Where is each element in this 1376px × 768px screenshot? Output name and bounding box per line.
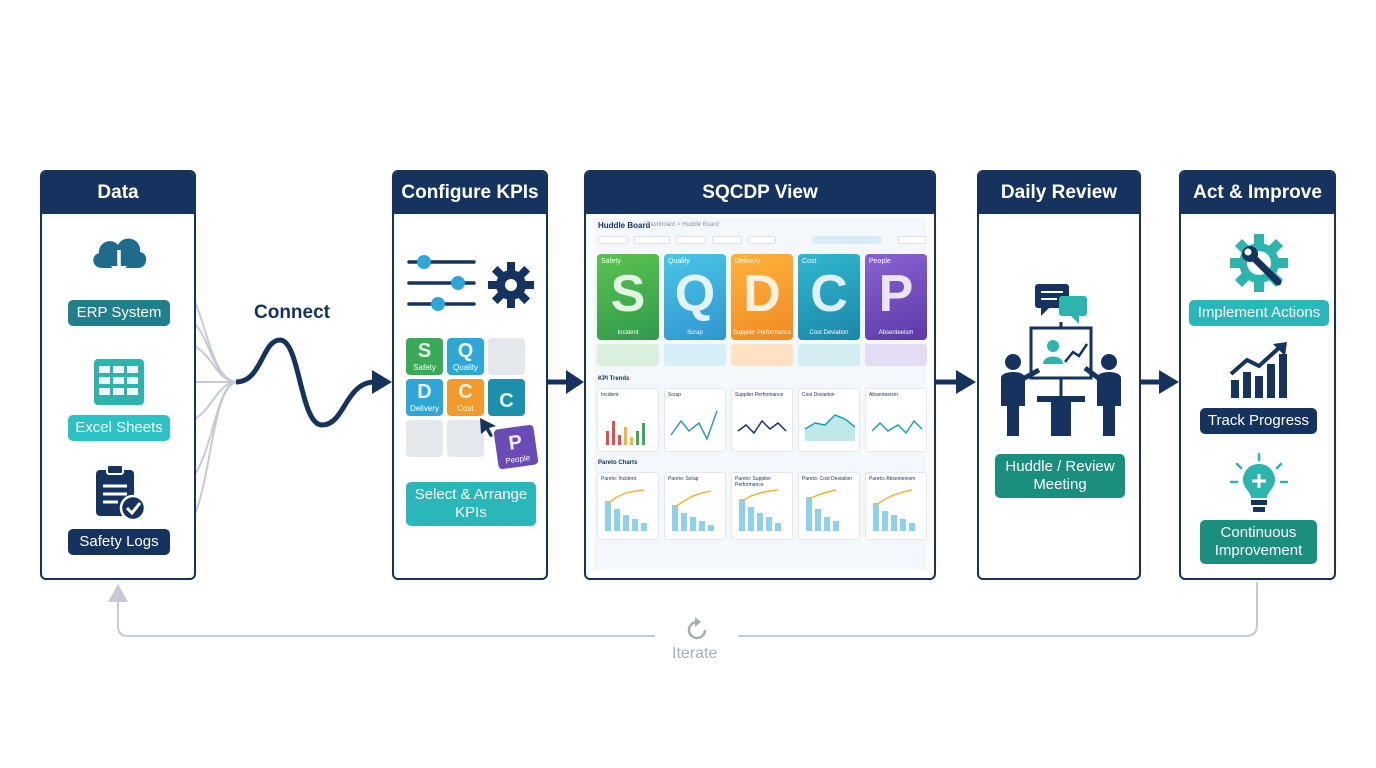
data-panel: Data ERP System Excel Sheets Safety Logs [40,170,196,580]
status-strip [664,344,726,366]
kpi-tile-cost-alt[interactable]: C [488,379,525,416]
continuous-improvement-step[interactable]: Continuous Improvement [1200,520,1317,564]
status-strip [731,344,793,366]
daily-review-title: Daily Review [979,172,1139,214]
sqcdp-view-title: SQCDP View [586,172,934,214]
huddle-board-title: Huddle Board [598,221,651,230]
filter-bar[interactable] [598,236,928,245]
connect-wave [235,337,376,428]
pareto-chart[interactable]: Pareto: Incident [597,472,659,540]
trend-chart[interactable]: Incident [597,388,659,452]
breadcrumb: Dashboard > Huddle Board [646,222,719,228]
kpi-card-quality[interactable]: Quality Q Scrap [664,254,726,340]
connect-label: Connect [254,302,330,323]
kpi-card-safety[interactable]: Safety S Incident [597,254,659,340]
safety-logs-source[interactable]: Safety Logs [68,529,170,555]
kpi-card-people[interactable]: People P Absenteeism [865,254,927,340]
presentation-icon [1001,322,1121,436]
implement-actions-step[interactable]: Implement Actions [1189,300,1329,326]
select-arrange-kpis-step[interactable]: Select & Arrange KPIs [406,482,536,526]
pareto-chart[interactable]: Pareto: Cost Deviation [798,472,860,540]
cursor-icon [480,418,496,437]
status-strip [865,344,927,366]
iterate-label: Iterate [672,645,718,662]
act-improve-title: Act & Improve [1181,172,1334,214]
trend-chart[interactable]: Supplier Performance [731,388,793,452]
pareto-charts-heading: Pareto Charts [598,460,638,466]
track-progress-step[interactable]: Track Progress [1200,408,1317,434]
spreadsheet-icon [94,359,144,405]
excel-sheets-source[interactable]: Excel Sheets [68,415,170,441]
status-strip [798,344,860,366]
chat-icon [1035,284,1087,324]
kpi-card-cost[interactable]: Cost C Cost Deviation [798,254,860,340]
kpi-tile-empty[interactable] [406,420,443,457]
clipboard-check-icon [96,464,147,522]
refresh-icon [687,617,707,640]
kpi-trends-heading: KPI Trends [598,376,630,382]
trend-chart[interactable]: Absenteeism [865,388,927,452]
act-improve-panel: Act & Improve Implement Actions Track Pr… [1179,170,1336,580]
status-strip [597,344,659,366]
sliders-icon[interactable] [406,252,478,314]
trend-chart[interactable]: Cost Deviation [798,388,860,452]
cloud-download-icon [93,238,147,277]
pareto-chart[interactable]: Pareto: Scrap [664,472,726,540]
gear-icon[interactable] [486,260,536,310]
data-panel-title: Data [42,172,194,214]
pareto-chart[interactable]: Pareto: Absenteeism [865,472,927,540]
configure-kpis-title: Configure KPIs [394,172,546,214]
lightbulb-icon [1229,452,1289,512]
pareto-chart[interactable]: Pareto: Supplier Performance [731,472,793,540]
sqcdp-view-panel: SQCDP View Huddle Board Dashboard > Hudd… [584,170,936,580]
kpi-card-delivery[interactable]: Delivery D Supplier Performance [731,254,793,340]
erp-system-source[interactable]: ERP System [68,300,170,326]
huddle-board-dashboard: Huddle Board Dashboard > Huddle Board Sa… [594,218,928,570]
daily-review-panel: Daily Review Huddle / Review Meeting [977,170,1141,580]
trend-chart[interactable]: Scrap [664,388,726,452]
huddle-review-meeting-step[interactable]: Huddle / Review Meeting [995,454,1125,498]
kpi-tile-empty[interactable] [447,420,484,457]
kpi-tile-empty[interactable] [488,338,525,375]
growth-chart-icon [1229,342,1287,398]
gear-wrench-icon [1230,234,1288,292]
